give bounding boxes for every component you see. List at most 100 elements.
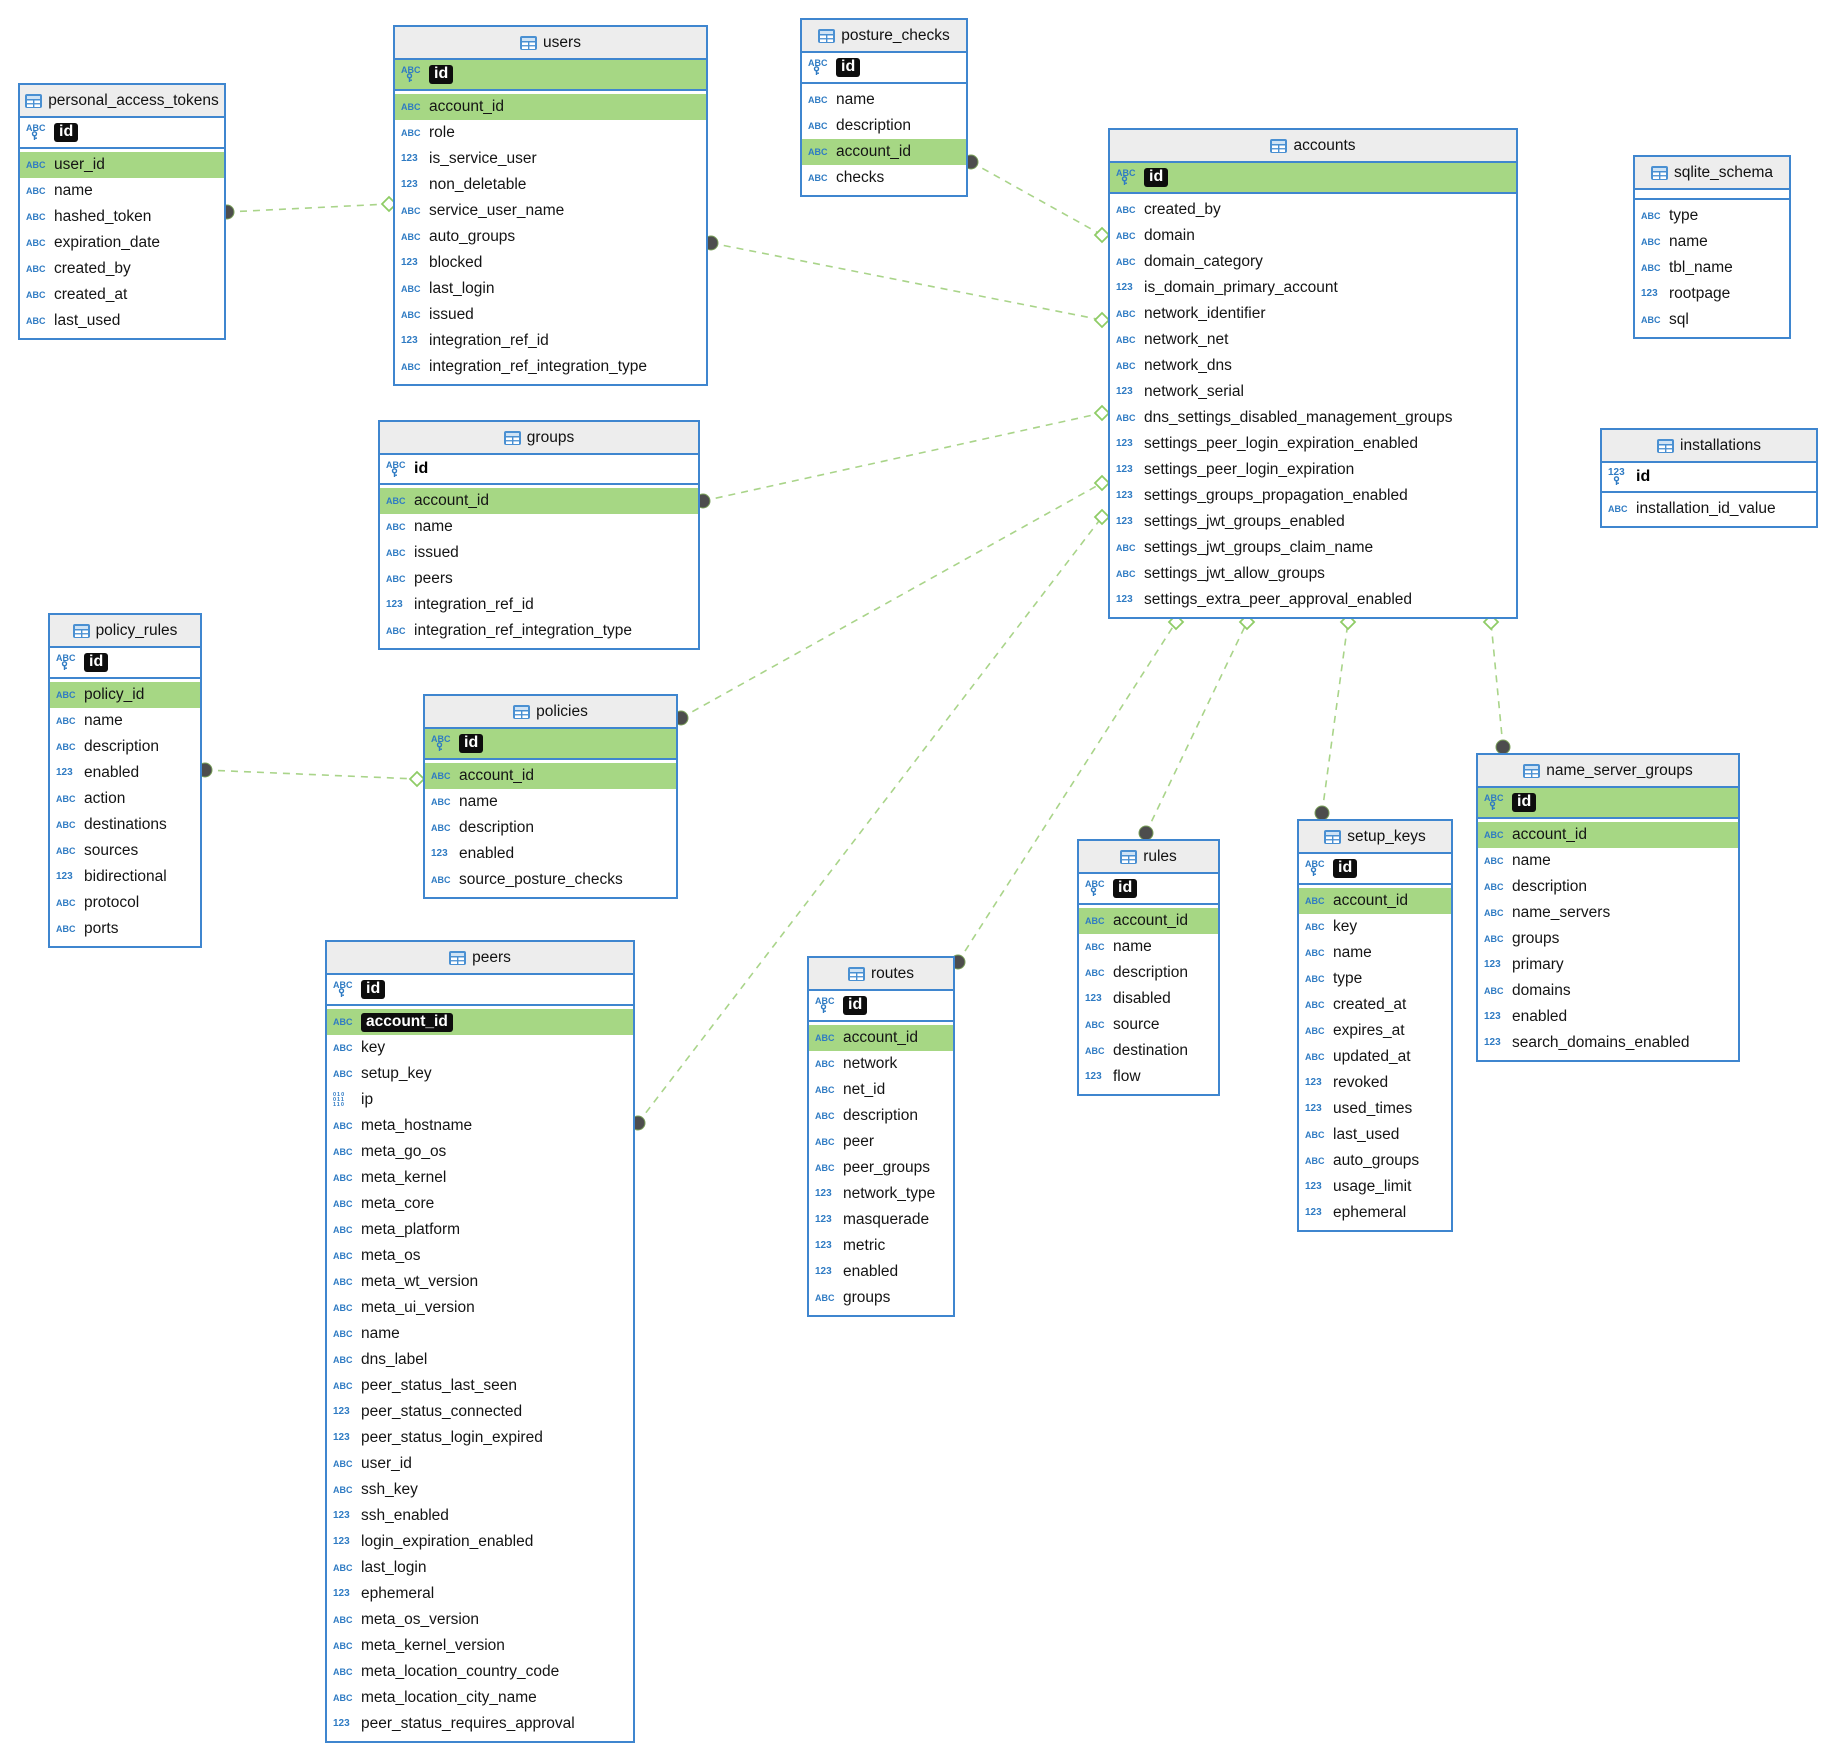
table-header[interactable]: posture_checks bbox=[802, 20, 966, 53]
table-header[interactable]: peers bbox=[327, 942, 633, 975]
table-header[interactable]: policies bbox=[425, 696, 676, 729]
relationship-setup_keys-to-accounts[interactable] bbox=[1314, 613, 1357, 821]
relationship-rules-to-accounts[interactable] bbox=[1138, 613, 1256, 841]
table-header[interactable]: accounts bbox=[1110, 130, 1516, 163]
relationship-policy_rules-to-policies[interactable] bbox=[197, 762, 426, 788]
table-header[interactable]: rules bbox=[1079, 841, 1218, 874]
relationship-posture_checks-to-accounts[interactable] bbox=[963, 154, 1111, 244]
table-header[interactable]: groups bbox=[380, 422, 698, 455]
table-header[interactable]: users bbox=[395, 27, 706, 60]
